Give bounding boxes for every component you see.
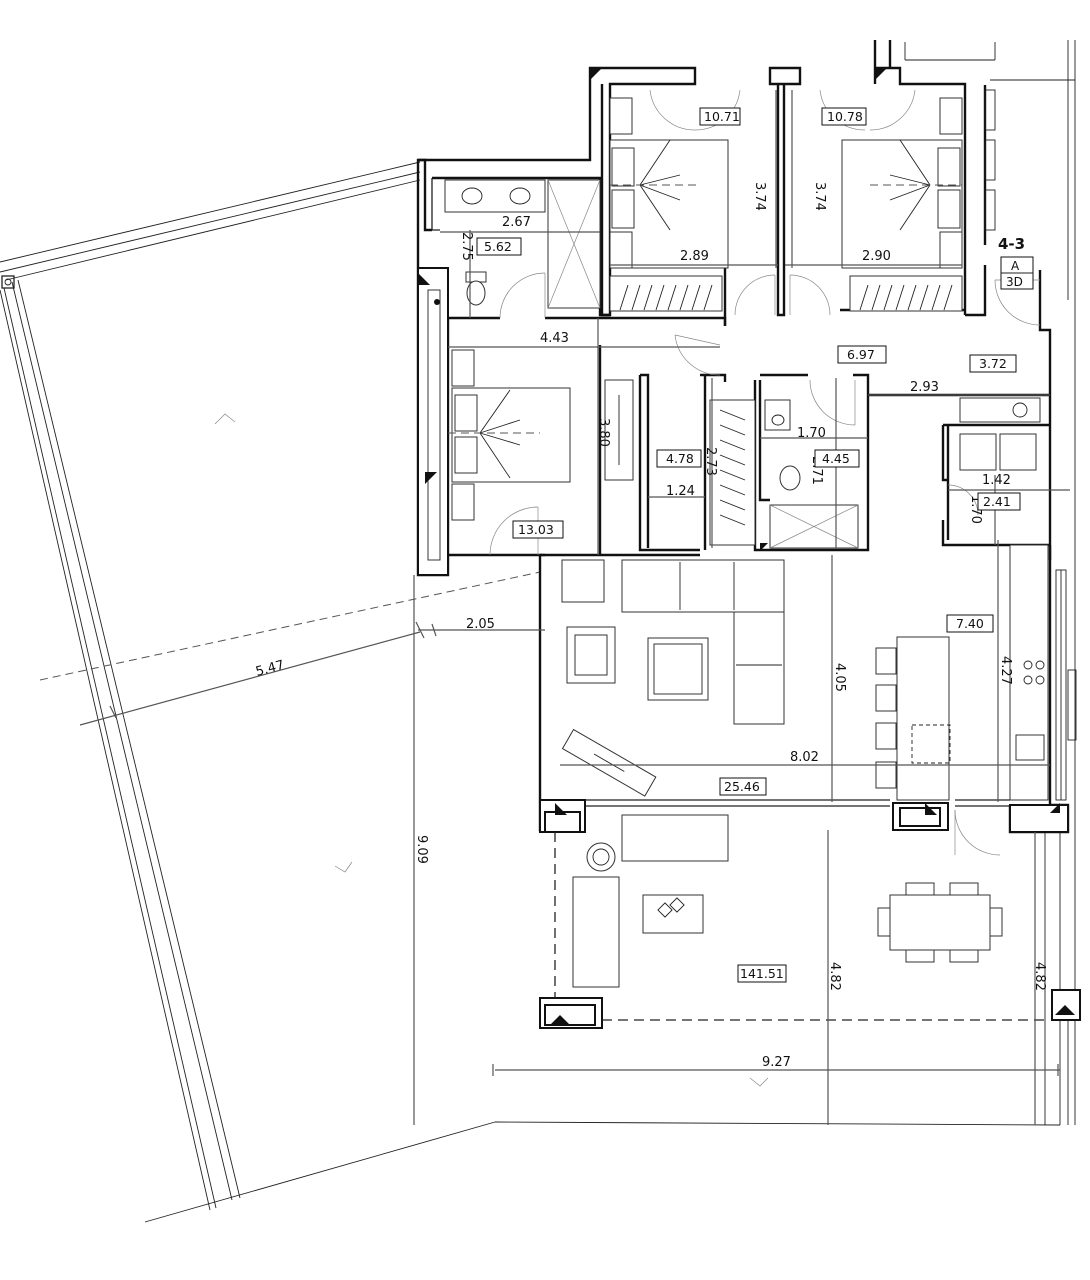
area-terrace: 141.51: [740, 966, 784, 981]
interior-walls: [417, 84, 1081, 1029]
unit-number: 4-3: [998, 235, 1025, 253]
area-walk-in-closet: 4.78: [666, 451, 694, 466]
dim-master-width: 4.43: [540, 331, 569, 346]
area-bedroom-1: 10.71: [704, 109, 740, 124]
dim-total-depth: 9.09: [414, 835, 429, 864]
area-hall: 6.97: [847, 347, 875, 362]
dim-wc-width: 1.42: [982, 473, 1011, 488]
dim-bedroom2-depth: 3.74: [812, 182, 827, 211]
room-area-labels: 10.71 10.78 5.62 6.97 3.72 4.78 4.45 2.4…: [476, 107, 1021, 983]
dim-bath2-width: 1.70: [797, 426, 826, 441]
area-living-room: 25.46: [724, 779, 760, 794]
dim-garden-width: 5.47: [254, 658, 286, 680]
dim-garden-offset: 2.05: [466, 617, 495, 632]
unit-type: A: [1011, 259, 1020, 273]
dimension-labels: 2.67 2.75 3.74 3.74 2.89 2.90 4.43 3.80 …: [254, 182, 1047, 1070]
dim-master-depth: 3.80: [596, 418, 611, 447]
dim-hall-width: 2.93: [910, 380, 939, 395]
area-bathroom-2: 4.45: [822, 451, 850, 466]
area-entry: 3.72: [979, 356, 1007, 371]
dim-terrace-width: 9.27: [762, 1055, 791, 1070]
column-markers: [418, 68, 1075, 1025]
dim-bedroom2-width: 2.90: [862, 249, 891, 264]
dim-bath-width: 2.67: [502, 215, 531, 230]
dimension-lines: [79, 90, 1070, 1125]
dim-closet-depth: 2.73: [703, 447, 718, 476]
unit-variant: 3D: [1006, 275, 1023, 289]
dim-kitchen-depth: 4.27: [998, 656, 1013, 685]
dim-closet-width: 1.24: [666, 484, 695, 499]
area-kitchen: 7.40: [956, 616, 984, 631]
garden-area: [0, 161, 1061, 1223]
dim-bath-depth: 2.75: [459, 232, 474, 261]
dim-bedroom1-depth: 3.74: [752, 182, 767, 211]
dim-terrace-depth: 4.82: [827, 962, 842, 991]
area-bedroom-2: 10.78: [827, 109, 863, 124]
furniture: [444, 97, 1050, 1021]
area-bathroom: 5.62: [484, 239, 512, 254]
area-master-bedroom: 13.03: [518, 522, 554, 537]
dim-bedroom1-width: 2.89: [680, 249, 709, 264]
dim-terrace-depth-right: 4.82: [1032, 962, 1047, 991]
dim-living-width: 8.02: [790, 750, 819, 765]
dim-living-depth: 4.05: [832, 663, 847, 692]
unit-tag: 4-3 A 3D: [998, 235, 1034, 290]
area-wc: 2.41: [983, 494, 1011, 509]
